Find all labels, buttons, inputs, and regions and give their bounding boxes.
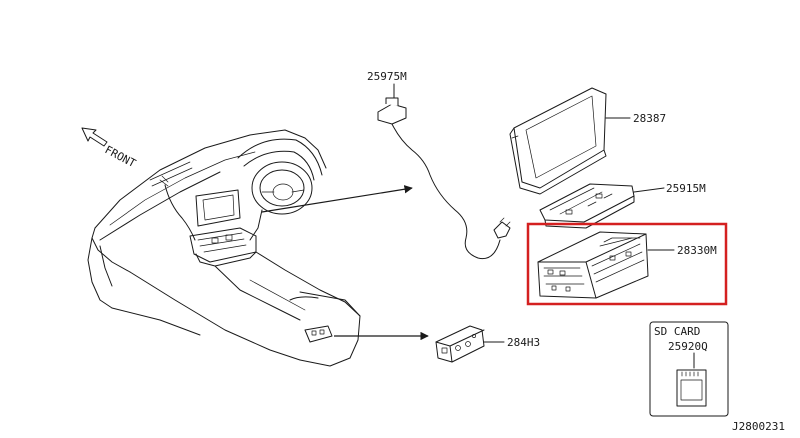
leader-arrow-av xyxy=(261,185,413,213)
part-label-25915m: 25915M xyxy=(666,182,706,195)
part-25975m[interactable]: 25975M xyxy=(367,70,511,260)
front-label: FRONT xyxy=(103,143,139,170)
part-25915m[interactable]: 25915M xyxy=(539,182,706,229)
sd-card-icon xyxy=(676,369,707,407)
leader-line-25915m xyxy=(633,187,665,193)
part-label-25920q: 25920Q xyxy=(668,340,708,353)
part-label-28330m: 28330M xyxy=(677,244,717,257)
highlight-box-28330m xyxy=(526,222,728,306)
instrument-panel-drawing xyxy=(87,129,361,367)
sd-card-box[interactable]: SD CARD 25920Q xyxy=(649,321,729,417)
diagram-code: J2800231 xyxy=(732,420,785,433)
part-label-28387: 28387 xyxy=(633,112,666,125)
front-direction-indicator: FRONT xyxy=(81,127,139,170)
part-28330m[interactable]: 28330M xyxy=(526,222,728,306)
part-label-284h3: 284H3 xyxy=(507,336,540,349)
front-arrow-icon xyxy=(81,127,108,147)
part-28387[interactable]: 28387 xyxy=(509,87,666,195)
sd-box-title: SD CARD xyxy=(654,325,700,338)
part-label-25975m: 25975M xyxy=(367,70,407,83)
part-284h3[interactable]: 284H3 xyxy=(435,325,540,363)
